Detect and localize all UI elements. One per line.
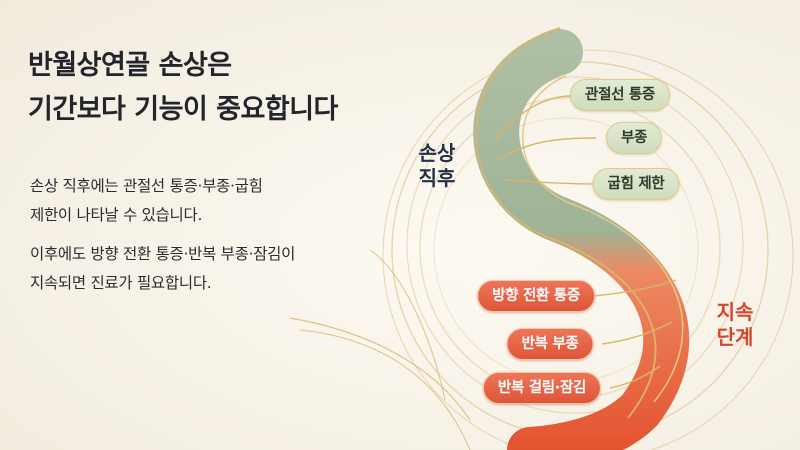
stage-label-chronic: 지속 단계 <box>717 300 754 350</box>
s-curve-band <box>473 29 690 450</box>
headline: 반월상연골 손상은 기간보다 기능이 중요합니다 <box>28 44 338 132</box>
headline-line-1: 반월상연골 손상은 <box>28 50 232 81</box>
gold-swoosh-lines <box>289 249 471 450</box>
symptom-direction-change-pain: 방향 전환 통증 <box>477 280 595 312</box>
headline-line-2: 기간보다 기능이 중요합니다 <box>28 94 338 125</box>
stage-chronic-line-1: 지속 <box>716 300 754 324</box>
symptom-recurrent-swelling: 반복 부종 <box>506 328 594 360</box>
body-paragraph-acute: 손상 직후에는 관절선 통증·부종·굽힘 제한이 나타날 수 있습니다. <box>30 172 263 230</box>
body-paragraph-chronic: 이후에도 방향 전환 통증·반복 부종·잠김이 지속되면 진료가 필요합니다. <box>30 240 295 298</box>
ring-3 <box>406 76 744 414</box>
body-paragraph-2-line-2: 지속되면 진료가 필요합니다. <box>30 274 212 292</box>
stage-chronic-line-2: 단계 <box>716 325 754 349</box>
body-paragraph-1-line-1: 손상 직후에는 관절선 통증·부종·굽힘 <box>30 177 263 195</box>
stage-acute-line-2: 직후 <box>418 166 456 190</box>
connector-recurrent-swelling <box>601 321 673 345</box>
connector-joint-line-pain <box>494 95 573 141</box>
ring-1 <box>382 49 794 450</box>
chronic-connectors <box>593 279 677 389</box>
s-curve-edge-inner <box>522 75 684 403</box>
s-curve-edge-outer <box>475 27 657 419</box>
swoosh-2 <box>299 329 471 450</box>
symptom-flexion-limit: 굽힘 제한 <box>592 168 680 200</box>
swoosh-1 <box>289 317 471 421</box>
connector-catching-locking <box>609 365 661 389</box>
connector-flexion-limit <box>504 179 595 185</box>
symptom-joint-line-pain: 관절선 통증 <box>570 79 670 111</box>
symptom-swelling: 부종 <box>605 122 663 154</box>
connector-swelling <box>497 137 597 161</box>
stage-label-acute: 손상 직후 <box>419 141 456 191</box>
body-paragraph-1-line-2: 제한이 나타날 수 있습니다. <box>30 206 203 224</box>
stage-acute-line-1: 손상 <box>418 141 456 165</box>
symptom-catching-locking: 반복 걸림·잠김 <box>482 372 602 404</box>
acute-connectors <box>494 95 597 185</box>
connector-direction-change-pain <box>593 279 677 297</box>
swoosh-3 <box>369 249 446 401</box>
body-paragraph-2-line-1: 이후에도 방향 전환 통증·반복 부종·잠김이 <box>30 245 296 263</box>
